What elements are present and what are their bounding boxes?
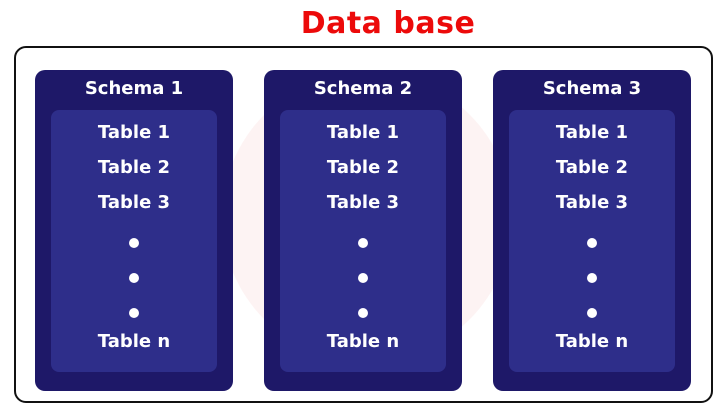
database-frame — [14, 46, 713, 403]
schema-box: Schema 2 Table 1 Table 2 Table 3 Table n — [264, 70, 462, 391]
schema-box: Schema 3 Table 1 Table 2 Table 3 Table n — [493, 70, 691, 391]
table-item: Table 1 — [326, 122, 400, 143]
table-item: Table n — [555, 331, 629, 352]
table-item: Table n — [326, 331, 400, 352]
ellipsis-dot — [129, 308, 139, 318]
ellipsis-dot — [587, 308, 597, 318]
ellipsis-dot — [358, 273, 368, 283]
ellipsis-dot — [129, 238, 139, 248]
table-item: Table 2 — [555, 157, 629, 178]
table-item: Table n — [97, 331, 171, 352]
schema-title: Schema 1 — [84, 78, 184, 99]
tables-list: Table 1 Table 2 Table 3 Table n — [280, 110, 446, 372]
table-item: Table 3 — [326, 192, 400, 213]
ellipsis-dot — [587, 238, 597, 248]
table-item: Table 1 — [97, 122, 171, 143]
schema-box: Schema 1 Table 1 Table 2 Table 3 Table n — [35, 70, 233, 391]
tables-list: Table 1 Table 2 Table 3 Table n — [509, 110, 675, 372]
table-item: Table 3 — [97, 192, 171, 213]
table-item: Table 2 — [326, 157, 400, 178]
ellipsis-dot — [587, 273, 597, 283]
ellipsis-dot — [358, 238, 368, 248]
schema-title: Schema 3 — [542, 78, 642, 99]
ellipsis-dot — [129, 273, 139, 283]
tables-list: Table 1 Table 2 Table 3 Table n — [51, 110, 217, 372]
table-item: Table 3 — [555, 192, 629, 213]
schema-title: Schema 2 — [313, 78, 413, 99]
table-item: Table 2 — [97, 157, 171, 178]
table-item: Table 1 — [555, 122, 629, 143]
diagram-title: Data base — [300, 6, 476, 41]
ellipsis-dot — [358, 308, 368, 318]
